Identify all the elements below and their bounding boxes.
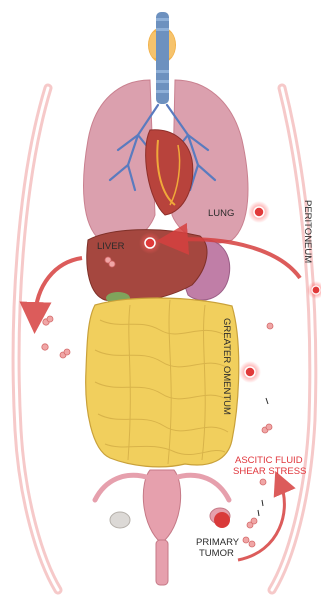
greater-omentum-label: GREATER OMENTUM	[221, 318, 232, 415]
primary-tumor-label-line2: TUMOR	[199, 548, 234, 559]
omentum-metastasis-marker	[239, 361, 261, 383]
primary-tumor-mark	[214, 512, 230, 528]
lung-label: LUNG	[208, 208, 234, 219]
liver-label: LIVER	[97, 241, 124, 252]
ascitic-fluid-label-line2: SHEAR STRESS	[233, 466, 306, 477]
peritoneum-left	[16, 88, 58, 590]
left-lung	[84, 80, 155, 243]
arrow-down-left	[35, 258, 82, 318]
trachea	[156, 12, 169, 104]
peritoneum-right	[272, 88, 313, 590]
liver-metastasis-marker	[139, 232, 161, 254]
ascitic-fluid-label-line1: ASCITIC FLUID	[235, 455, 303, 466]
lung-metastasis-marker	[248, 201, 270, 223]
peritoneum-label: PERITONEUM	[302, 200, 313, 263]
ovary-left	[110, 512, 130, 528]
arrow-up-right	[238, 482, 284, 560]
uterus	[143, 470, 180, 540]
primary-tumor-label-line1: PRIMARY	[196, 537, 239, 548]
